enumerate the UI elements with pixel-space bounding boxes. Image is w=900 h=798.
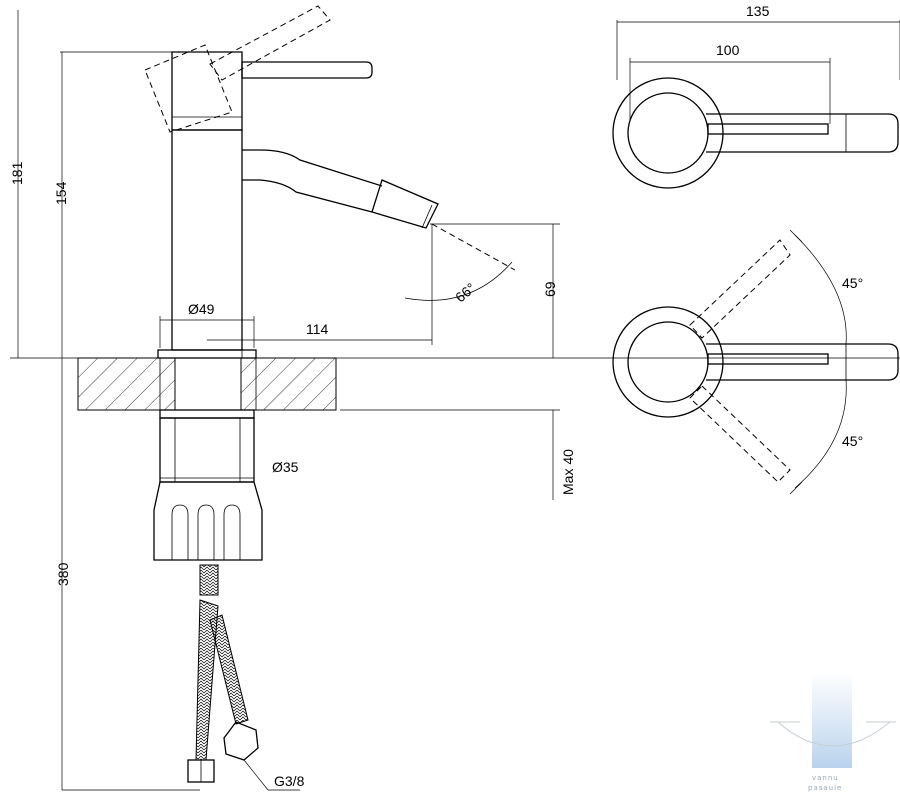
dim-shank-diameter: Ø35 bbox=[272, 459, 299, 475]
dim-outlet-height: 69 bbox=[542, 281, 558, 297]
lock-nut-ring bbox=[159, 409, 255, 419]
spout-nozzle bbox=[371, 179, 439, 229]
dim-overall-length: 135 bbox=[746, 3, 770, 19]
rot-inner-circle bbox=[627, 321, 709, 403]
lever-arm bbox=[241, 61, 373, 79]
top-outer-circle bbox=[612, 77, 724, 189]
watermark-line2: pasaule bbox=[808, 784, 842, 792]
faucet-handle bbox=[171, 51, 243, 131]
top-lever-slot bbox=[707, 123, 829, 135]
dim-max-deck: Max 40 bbox=[560, 449, 576, 495]
side-view bbox=[77, 5, 439, 783]
faucet-body bbox=[171, 129, 243, 351]
top-view bbox=[612, 20, 900, 189]
dim-body-diameter: Ø49 bbox=[188, 301, 215, 317]
side-dimensions bbox=[10, 10, 900, 791]
dim-spout-height: 154 bbox=[53, 181, 69, 205]
watermark-logo: vannu pasaule bbox=[770, 672, 896, 792]
dim-hose-length: 380 bbox=[55, 562, 71, 586]
watermark-bar bbox=[812, 672, 852, 768]
rot-outer-circle bbox=[612, 306, 724, 418]
dim-lever-length: 100 bbox=[716, 42, 740, 58]
dim-thread: G3/8 bbox=[274, 773, 305, 789]
top-lever bbox=[706, 113, 899, 153]
spout-top bbox=[242, 149, 383, 187]
dim-angle: 66° bbox=[452, 280, 479, 306]
rot-lever-slot bbox=[707, 353, 829, 365]
dim-total-height: 181 bbox=[9, 161, 25, 185]
top-inner-circle bbox=[627, 92, 709, 174]
hose-nut-right bbox=[223, 721, 259, 761]
rotation-view bbox=[612, 229, 899, 495]
hose-right bbox=[209, 614, 249, 725]
mounting-nut bbox=[153, 481, 263, 561]
base-flange bbox=[157, 349, 257, 359]
rot-lever bbox=[706, 343, 899, 381]
dim-reach: 114 bbox=[306, 321, 329, 337]
countertop-hole bbox=[174, 357, 242, 411]
watermark-line1: vannu bbox=[812, 774, 839, 782]
angle-up-label: 45° bbox=[842, 275, 863, 291]
lever-rotated-down bbox=[689, 385, 791, 483]
angle-down-label: 45° bbox=[842, 433, 863, 449]
spout-bottom bbox=[242, 179, 373, 213]
handle-rotated-outline bbox=[144, 5, 331, 133]
hose-upper bbox=[199, 564, 219, 596]
lever-rotated-up bbox=[689, 239, 791, 339]
